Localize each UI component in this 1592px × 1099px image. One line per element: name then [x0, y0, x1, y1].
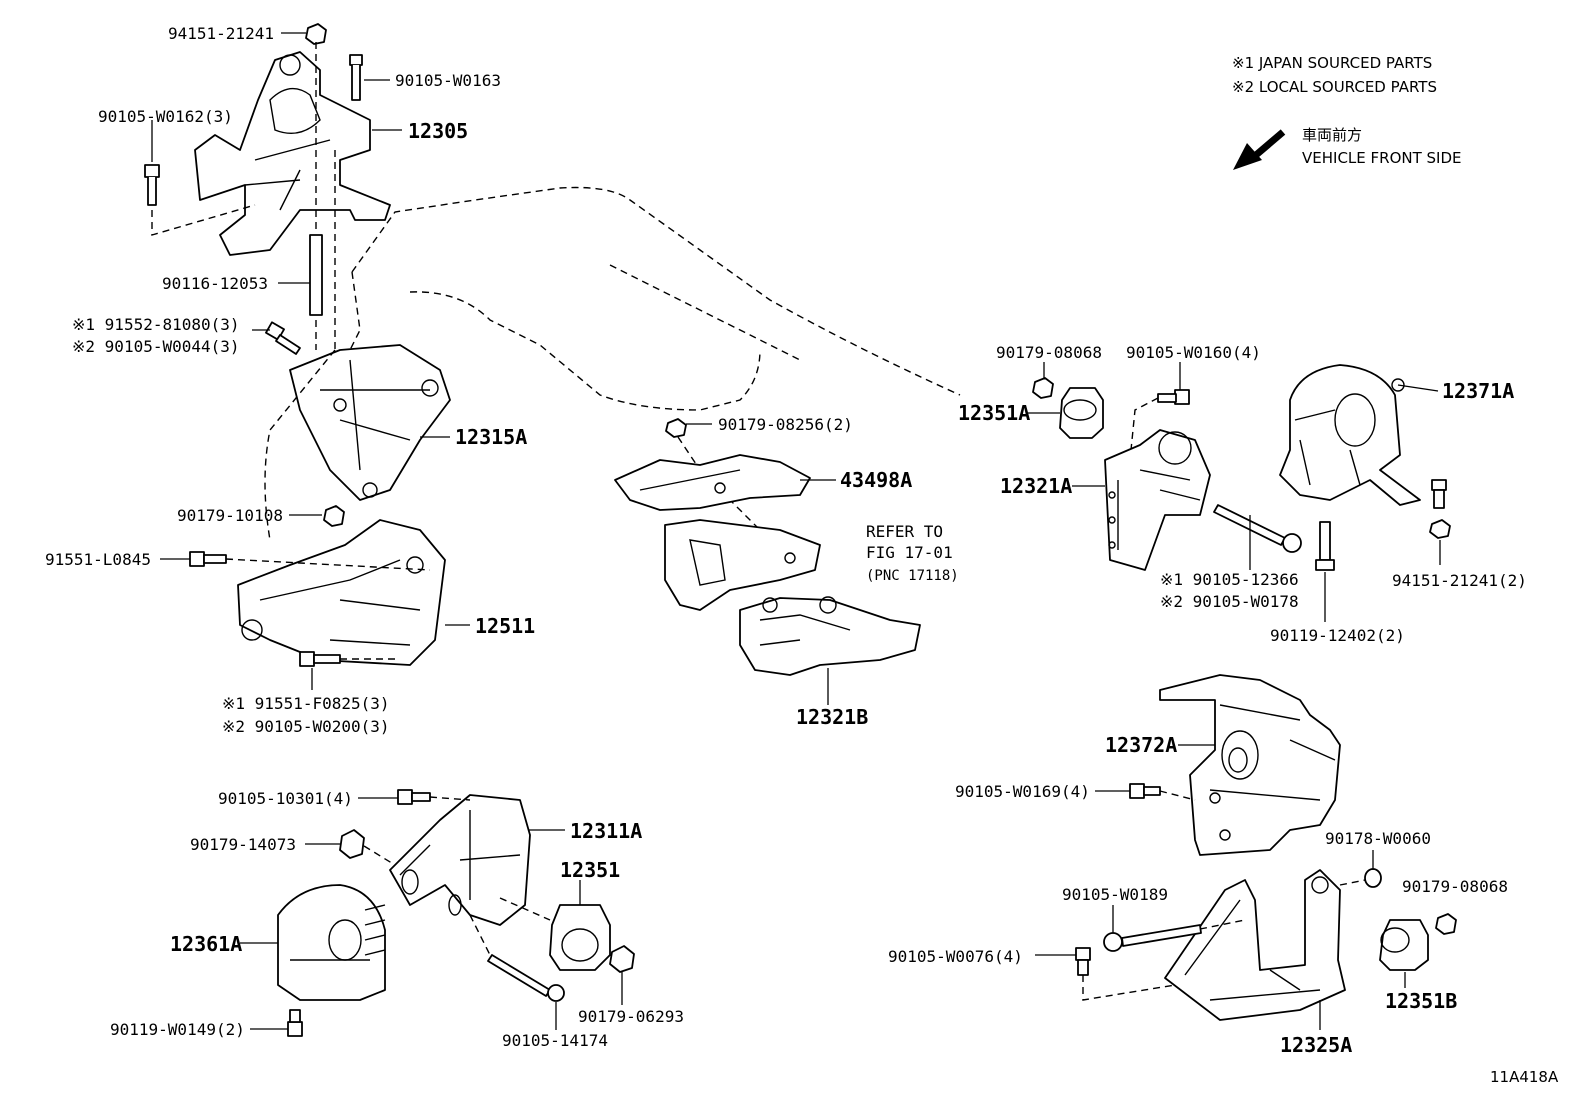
refer-line2: FIG 17-01: [866, 543, 953, 562]
direction-en: VEHICLE FRONT SIDE: [1302, 149, 1462, 167]
nut-90179-08068-bottom[interactable]: [1435, 913, 1457, 935]
bolt-90105-W0160[interactable]: [1157, 389, 1190, 405]
bolt-91551-L0845[interactable]: [189, 551, 227, 567]
label-12351A[interactable]: 12351A: [958, 401, 1030, 425]
bolt-90105-W0076[interactable]: [1075, 947, 1091, 976]
part-12325A[interactable]: [1164, 869, 1346, 1021]
label-12321A[interactable]: 12321A: [1000, 474, 1072, 498]
part-12371A[interactable]: [1279, 364, 1421, 506]
nut-90179-10108[interactable]: [323, 505, 345, 527]
bolt-90105-10301[interactable]: [397, 789, 431, 805]
part-12305[interactable]: [194, 51, 391, 256]
refer-line3: (PNC 17118): [866, 568, 959, 584]
stud-90116-12053[interactable]: [309, 234, 323, 316]
label-91551-F0825[interactable]: ※1 91551-F0825(3): [222, 694, 390, 713]
refer-line1: REFER TO: [866, 522, 943, 541]
nut-90179-06293[interactable]: [609, 945, 635, 973]
part-12361A[interactable]: [277, 884, 386, 1001]
label-90178-W0060[interactable]: 90178-W0060: [1325, 829, 1431, 848]
label-90119-12402[interactable]: 90119-12402(2): [1270, 626, 1405, 645]
label-90105-14174[interactable]: 90105-14174: [502, 1031, 608, 1050]
bolt-90105-W0163[interactable]: [349, 54, 363, 101]
label-12351B[interactable]: 12351B: [1385, 989, 1457, 1013]
label-90105-W0163[interactable]: 90105-W0163: [395, 71, 501, 90]
part-12315A[interactable]: [289, 344, 451, 501]
bolt-90119-12402[interactable]: [1315, 521, 1335, 571]
nut-90179-08256[interactable]: [665, 418, 687, 438]
label-12325A[interactable]: 12325A: [1280, 1033, 1352, 1057]
label-12315A[interactable]: 12315A: [455, 425, 527, 449]
label-12311A[interactable]: 12311A: [570, 819, 642, 843]
label-90179-14073[interactable]: 90179-14073: [190, 835, 296, 854]
part-12321B[interactable]: [739, 596, 921, 676]
label-12321B[interactable]: 12321B: [796, 705, 868, 729]
label-90105-W0178[interactable]: ※2 90105-W0178: [1160, 592, 1299, 611]
label-90105-W0044[interactable]: ※2 90105-W0044(3): [72, 337, 240, 356]
label-90105-W0189[interactable]: 90105-W0189: [1062, 885, 1168, 904]
label-43498A[interactable]: 43498A: [840, 468, 912, 492]
label-90179-06293[interactable]: 90179-06293: [578, 1007, 684, 1026]
label-94151-21241[interactable]: 94151-21241: [168, 24, 274, 43]
bolt-91551-F0825[interactable]: [299, 651, 341, 667]
label-90105-10301[interactable]: 90105-10301(4): [218, 789, 353, 808]
label-12371A[interactable]: 12371A: [1442, 379, 1514, 403]
nut-90179-08068-top[interactable]: [1032, 377, 1054, 399]
part-43498A[interactable]: [614, 454, 811, 511]
label-90105-W0160[interactable]: 90105-W0160(4): [1126, 343, 1261, 362]
label-90116-12053[interactable]: 90116-12053: [162, 274, 268, 293]
arrow-down-left-icon: [1233, 129, 1286, 170]
bolt-94151-21241-right[interactable]: [1429, 479, 1451, 539]
bolt-90105-W0169[interactable]: [1129, 783, 1161, 799]
bolt-90105-12366[interactable]: [1213, 504, 1302, 553]
label-90119-W0149[interactable]: 90119-W0149(2): [110, 1020, 245, 1039]
nut-90179-14073[interactable]: [339, 829, 365, 859]
label-91551-L0845[interactable]: 91551-L0845: [45, 550, 151, 569]
figure-id: 11A418A: [1490, 1068, 1559, 1086]
part-labels: 94151-21241 90105-W0163 90105-W0162(3) 1…: [45, 24, 1559, 1086]
refer-note[interactable]: REFER TO FIG 17-01 (PNC 17118): [866, 522, 959, 584]
label-90105-W0200[interactable]: ※2 90105-W0200(3): [222, 717, 390, 736]
bolt-90105-W0162[interactable]: [144, 164, 160, 206]
part-12321A[interactable]: [1104, 429, 1211, 571]
legend: ※1 JAPAN SOURCED PARTS ※2 LOCAL SOURCED …: [1232, 54, 1462, 167]
label-90179-08068-top[interactable]: 90179-08068: [996, 343, 1102, 362]
bolt-90119-W0149[interactable]: [287, 1009, 303, 1037]
label-90105-12366[interactable]: ※1 90105-12366: [1160, 570, 1299, 589]
part-12511[interactable]: [237, 519, 446, 666]
label-90105-W0162[interactable]: 90105-W0162(3): [98, 107, 233, 126]
bolt-90105-14174[interactable]: [487, 954, 565, 1002]
label-12305[interactable]: 12305: [408, 119, 468, 143]
direction-jp: 車両前方: [1302, 126, 1362, 144]
part-12372A[interactable]: [1159, 674, 1341, 856]
label-90179-08068-bottom[interactable]: 90179-08068: [1402, 877, 1508, 896]
label-94151-21241-2[interactable]: 94151-21241(2): [1392, 571, 1527, 590]
label-91552-81080[interactable]: ※1 91552-81080(3): [72, 315, 240, 334]
part-12351B[interactable]: [1379, 919, 1429, 971]
part-12351[interactable]: [549, 904, 611, 971]
label-12351[interactable]: 12351: [560, 858, 620, 882]
label-12511[interactable]: 12511: [475, 614, 535, 638]
part-12311A[interactable]: [389, 794, 531, 926]
legend-local: ※2 LOCAL SOURCED PARTS: [1232, 78, 1437, 96]
bolt-91552-81080[interactable]: [265, 321, 301, 355]
label-12372A[interactable]: 12372A: [1105, 733, 1177, 757]
nut-90178-W0060[interactable]: [1364, 868, 1382, 888]
leader-lines: [151, 32, 1441, 1030]
engine-outline: [344, 186, 961, 411]
part-12351A[interactable]: [1059, 387, 1104, 439]
label-90105-W0076[interactable]: 90105-W0076(4): [888, 947, 1023, 966]
label-90179-08256[interactable]: 90179-08256(2): [718, 415, 853, 434]
label-90105-W0169[interactable]: 90105-W0169(4): [955, 782, 1090, 801]
label-90179-10108[interactable]: 90179-10108: [177, 506, 283, 525]
bolt-94151-21241-top[interactable]: [305, 23, 327, 45]
refer-bracket[interactable]: [664, 519, 821, 611]
legend-japan: ※1 JAPAN SOURCED PARTS: [1232, 54, 1432, 72]
label-12361A[interactable]: 12361A: [170, 932, 242, 956]
